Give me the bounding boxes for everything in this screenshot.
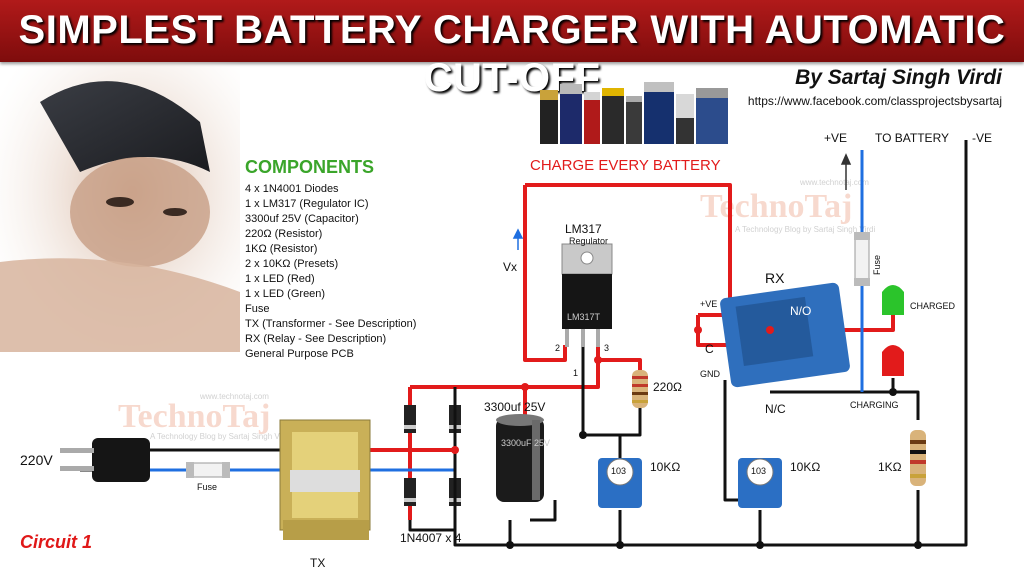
component-item: 4 x 1N4001 Diodes [245,183,339,195]
mains-voltage-label: 220V [20,452,53,468]
lm317t-marking: LM317T [567,312,601,322]
relay-label: RX [765,270,785,286]
charging-label: CHARGING [850,400,899,410]
wire-rect-positive [410,345,600,389]
mains-fuse-label: Fuse [197,482,218,492]
batteries-image [540,82,728,144]
relay-no-label: N/O [790,304,812,318]
transformer-label: TX [310,556,326,570]
wire-vin [523,185,567,362]
arrows [512,228,524,250]
watermark-logo: TechnoTaj [118,398,271,435]
transformer [279,419,371,540]
junction-dots [451,326,774,454]
regulator-label: Regulator [569,236,609,246]
relay-nc-label: N/C [765,402,786,416]
capacitor [496,414,544,502]
led-green [882,285,904,315]
preset-1-code: 103 [611,466,627,476]
preset-2 [738,458,782,508]
relay [720,282,850,388]
preset-2-label: 10KΩ [790,460,821,474]
pin-3-label: 3 [604,343,610,353]
capacitor-label: 3300uf 25V [484,400,546,414]
preset-1-label: 10KΩ [650,460,681,474]
mains-fuse [186,462,230,478]
component-item: 3300uf 25V (Capacitor) [245,213,359,225]
capacitor-marking: 3300uF 25V [501,438,551,448]
wire-nc-led [770,378,895,394]
pin-2-label: 2 [555,343,561,353]
wire-bridge-bottom [408,520,455,532]
component-item: 1 x LED (Green) [245,288,326,300]
component-item: Fuse [245,303,270,315]
resistor-1k [910,430,926,486]
lm317-label: LM317 [565,222,602,236]
wire-resistor-top [598,358,642,370]
wire-relay-supply [525,183,732,318]
component-item: RX (Relay - See Description) [245,333,387,345]
mains-plug [60,438,150,482]
watermark-site: www.technotaj.com [200,392,269,401]
watermark-logo: TechnoTaj [700,188,853,225]
led-red [882,345,904,376]
title-bar [0,0,1024,62]
resistor-1k-label: 1KΩ [878,460,902,474]
component-item: 1KΩ (Resistor) [245,243,318,255]
circuit-number-label: Circuit 1 [20,532,93,552]
component-item: 1 x LED (Red) [245,273,315,285]
author-photo [0,62,240,352]
author-name: By Sartaj Singh Virdi [795,66,1002,89]
relay-gnd-label: GND [700,369,720,379]
components-heading: COMPONENTS [245,157,375,177]
battery-fuse [854,232,870,286]
wire-cap-neg [530,500,557,522]
watermark-site: www.technotaj.com [800,178,869,187]
page-title: SIMPLEST BATTERY CHARGER WITH AUTOMATIC … [18,8,1006,100]
watermark-tagline: A Technology Blog by Sartaj Singh Virdi [150,432,291,441]
components-list: 4 x 1N4001 Diodes 1 x LM317 (Regulator I… [245,182,416,362]
component-item: TX (Transformer - See Description) [245,318,417,330]
component-item: 2 x 10KΩ (Presets) [245,258,339,270]
preset-1 [598,458,642,508]
charged-label: CHARGED [910,301,956,311]
bridge-label: 1N4007 x 4 [400,531,462,545]
component-item: General Purpose PCB [245,348,354,360]
pin-1-label: 1 [573,368,579,378]
battery-arrow [840,153,852,190]
to-battery-label: TO BATTERY [875,131,950,145]
vx-label: Vx [503,260,518,274]
author-url[interactable]: https://www.facebook.com/classprojectsby… [747,94,1002,108]
wire-preset1-top [583,433,622,458]
wire-ground-bus [508,140,968,547]
relay-pve-label: +VE [700,299,718,309]
battery-pos-label: +VE [824,131,848,145]
preset-2-code: 103 [751,466,767,476]
component-item: 1 x LM317 (Regulator IC) [245,198,369,210]
resistor-220 [632,370,648,408]
component-item: 220Ω (Resistor) [245,228,323,240]
ground-dots [506,388,922,549]
bridge-rectifier [404,387,461,520]
battery-fuse-label: Fuse [872,254,882,275]
wire-res1k-top [893,390,920,420]
wire-bridge-right [453,520,510,547]
wire-relay-c [696,315,730,347]
battery-neg-label: -VE [972,131,993,145]
relay-c-label: C [705,342,714,356]
resistor-220-label: 220Ω [653,380,682,394]
ground-wires [80,140,968,547]
lm317-regulator [561,243,613,347]
charge-every-label: CHARGE EVERY BATTERY [530,157,721,174]
watermark-tagline: A Technology Blog by Sartaj Singh Virdi [735,225,876,234]
